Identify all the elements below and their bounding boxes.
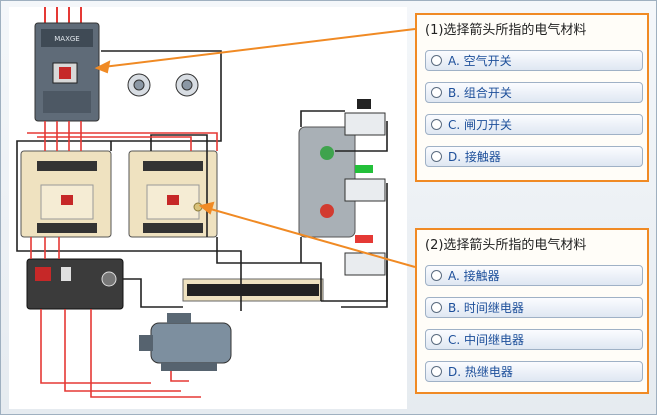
q2-option-a[interactable]: A. 接触器 (425, 265, 643, 286)
q2-option-d[interactable]: D. 热继电器 (425, 361, 643, 382)
q1-option-a-label: A. 空气开关 (448, 54, 512, 68)
q2-option-c-label: C. 中间继电器 (448, 333, 525, 347)
q1-option-b[interactable]: B. 组合开关 (425, 82, 643, 103)
radio-circle-icon[interactable] (431, 302, 442, 313)
question-2-title: (2)选择箭头所指的电气材料 (425, 238, 587, 253)
q2-option-b[interactable]: B. 时间继电器 (425, 297, 643, 318)
arrow-to-contactor (206, 207, 416, 268)
supply-wires (44, 7, 82, 23)
q2-option-b-label: B. 时间继电器 (448, 301, 524, 315)
arrowhead-contactor (198, 201, 215, 215)
q2-option-d-label: D. 热继电器 (448, 365, 513, 379)
q2-option-c[interactable]: C. 中间继电器 (425, 329, 643, 350)
radio-circle-icon[interactable] (431, 55, 442, 66)
q1-option-d[interactable]: D. 接触器 (425, 146, 643, 167)
q1-option-b-label: B. 组合开关 (448, 86, 512, 100)
q1-option-a[interactable]: A. 空气开关 (425, 50, 643, 71)
question-1-panel: (1)选择箭头所指的电气材料 A. 空气开关 B. 组合开关 C. 闸刀开关 D… (415, 13, 649, 182)
air-circuit-breaker: MAXGE (34, 22, 100, 122)
thermal-relay (26, 258, 124, 310)
radio-circle-icon[interactable] (431, 366, 442, 377)
q1-option-d-label: D. 接触器 (448, 150, 501, 164)
question-2-panel: (2)选择箭头所指的电气材料 A. 接触器 B. 时间继电器 C. 中间继电器 … (415, 228, 649, 394)
terminal-strip (182, 278, 324, 302)
power-wires (27, 121, 218, 398)
contactor-left (20, 150, 112, 238)
breaker-brand-label: MAXGE (54, 35, 79, 43)
radio-circle-icon[interactable] (431, 119, 442, 130)
contactor-right (128, 150, 218, 238)
radio-circle-icon[interactable] (431, 151, 442, 162)
question-1-title: (1)选择箭头所指的电气材料 (425, 23, 587, 38)
push-button-pair (127, 73, 199, 97)
radio-circle-icon[interactable] (431, 270, 442, 281)
q2-option-a-label: A. 接触器 (448, 269, 500, 283)
arrowhead-breaker (94, 60, 111, 74)
q1-option-c[interactable]: C. 闸刀开关 (425, 114, 643, 135)
pointer-arrows (94, 28, 416, 268)
arrow-to-breaker (102, 28, 416, 68)
control-wires (16, 50, 388, 311)
radio-circle-icon[interactable] (431, 87, 442, 98)
radio-circle-icon[interactable] (431, 334, 442, 345)
electric-motor (139, 313, 232, 371)
q1-option-c-label: C. 闸刀开关 (448, 118, 513, 132)
